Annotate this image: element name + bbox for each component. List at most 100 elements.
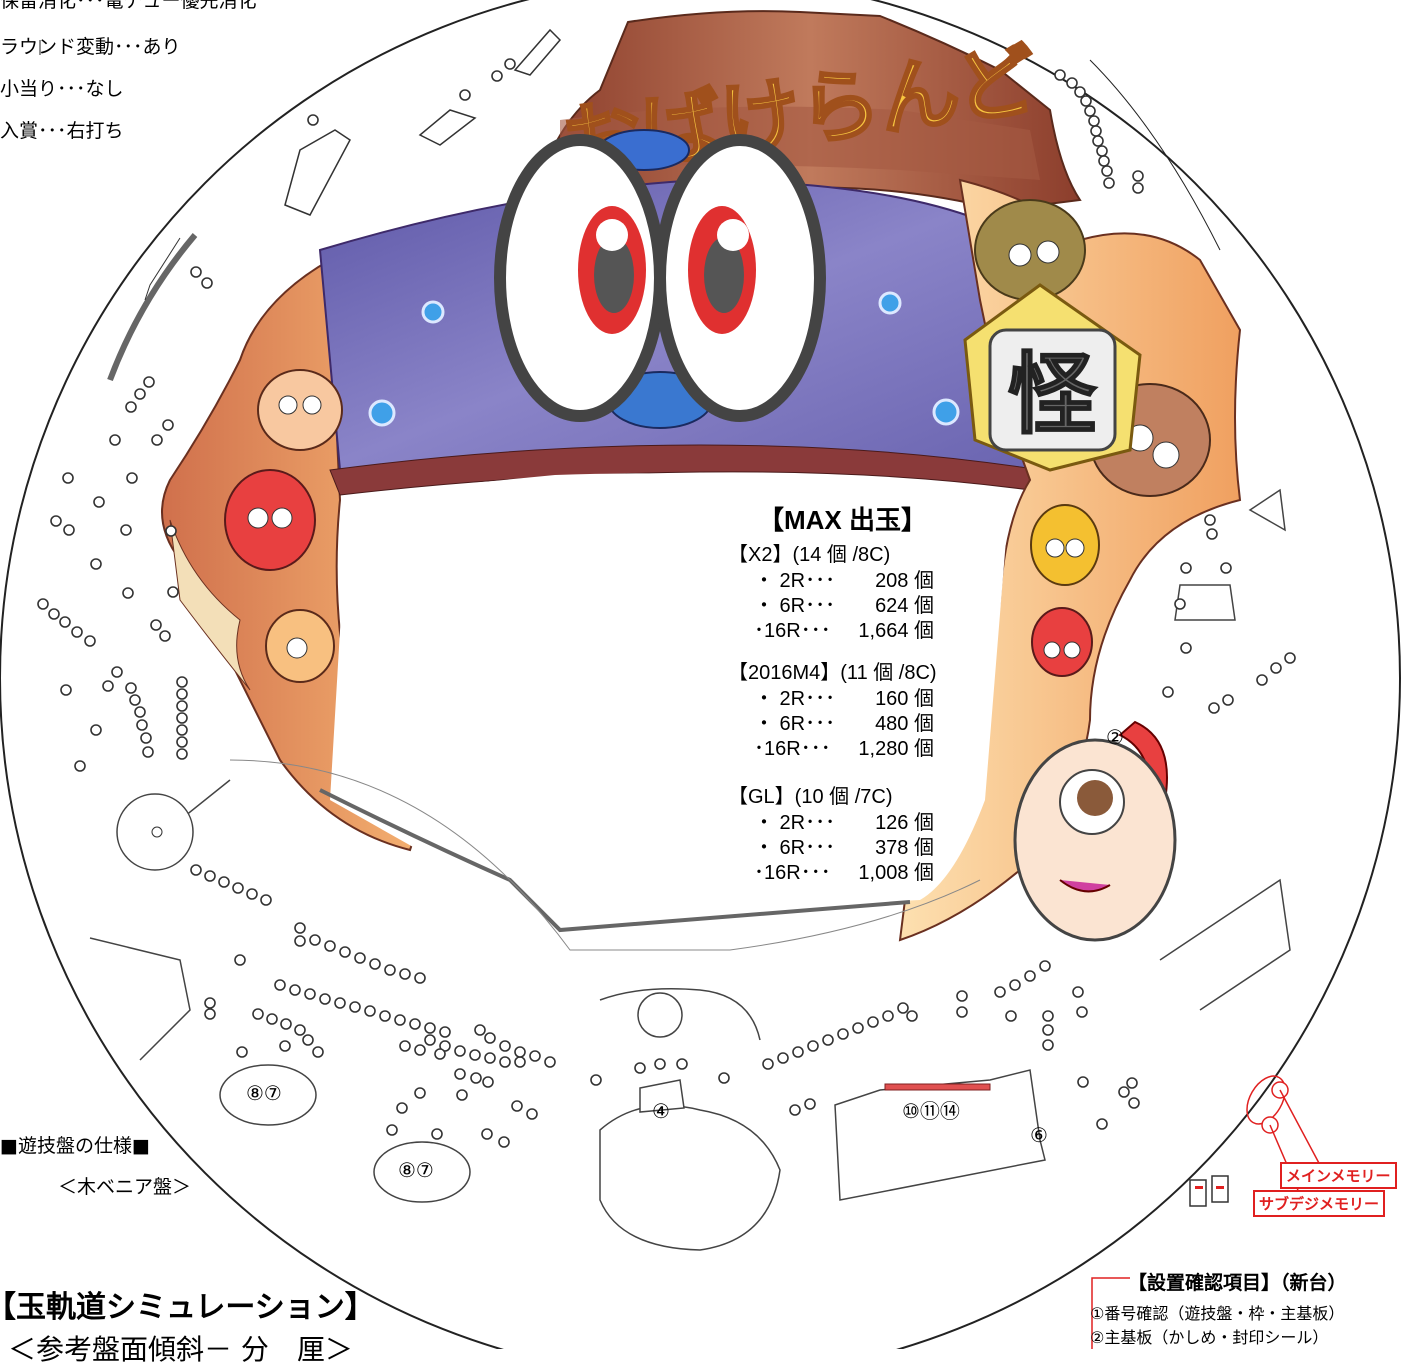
left-ball-guide — [107, 233, 198, 382]
nail-pin — [60, 684, 72, 696]
nail-pin — [409, 1018, 421, 1030]
nail-pin — [454, 1045, 466, 1057]
payout-value: 480 個 — [875, 713, 934, 735]
stage-rail — [319, 788, 911, 933]
nail-pin — [1084, 105, 1096, 117]
nail-pin — [956, 990, 968, 1002]
nail-pins — [37, 58, 1296, 1148]
nail-pin — [804, 1098, 816, 1110]
group-head-2016m4: 【2016M4】(11 個 /8C) — [728, 662, 937, 684]
nail-pin — [634, 1062, 646, 1074]
nail-pin — [190, 266, 202, 278]
nail-pin — [481, 1128, 493, 1140]
nail-pin — [1096, 145, 1108, 157]
nail-pin — [676, 1058, 688, 1070]
nail-pin — [484, 1032, 496, 1044]
nail-pin — [414, 972, 426, 984]
nail-pin — [176, 712, 188, 724]
nail-pin — [294, 935, 306, 947]
round-label: ･16R･･･ — [754, 738, 831, 760]
nail-pin — [279, 1040, 291, 1052]
nail-pin — [867, 1016, 879, 1028]
nail-pin — [1090, 125, 1102, 137]
round-label: ･16R･･･ — [754, 862, 831, 884]
round-label: ・ 2R･･･ — [754, 812, 836, 834]
nail-pin — [289, 984, 301, 996]
nail-pin — [334, 997, 346, 1009]
nail-pin — [1204, 514, 1216, 526]
nail-pin — [459, 89, 471, 101]
nail-pin — [176, 676, 188, 688]
nail-pin — [204, 1008, 216, 1020]
nail-pin — [84, 635, 96, 647]
nail-pin — [1180, 642, 1192, 654]
nail-pin — [120, 524, 132, 536]
bottom-left-guide — [89, 937, 191, 1061]
nail-pin — [37, 598, 49, 610]
nail-pin — [309, 934, 321, 946]
nail-pin — [302, 1034, 314, 1046]
nail-pin — [74, 760, 86, 772]
nail-pin — [90, 558, 102, 570]
payout-value: 1,008 個 — [858, 862, 934, 884]
round-label: ・ 2R･･･ — [754, 570, 836, 592]
nail-pin — [1088, 115, 1100, 127]
nail-pin — [424, 1034, 436, 1046]
nail-pin — [454, 1068, 466, 1080]
round-label: ・ 6R･･･ — [754, 595, 836, 617]
nail-pin — [1092, 135, 1104, 147]
nail-pin — [266, 1013, 278, 1025]
trajectory-title: 【玉軌道シミュレーション】 — [0, 1290, 375, 1325]
confirm-title: 【設置確認項目】（新台） — [1128, 1272, 1347, 1294]
nail-pin — [176, 688, 188, 700]
payout-value: 208 個 — [875, 570, 934, 592]
nail-pin — [394, 1014, 406, 1026]
payout-value: 1,664 個 — [858, 620, 934, 642]
top-deflector-mid — [418, 109, 477, 146]
one-eyed-character — [1013, 720, 1177, 942]
nail-pin — [339, 946, 351, 958]
nail-pin — [384, 964, 396, 976]
nail-pin — [511, 1100, 523, 1112]
marker-6: ⑥ — [1030, 1123, 1048, 1147]
marker-2: ② — [1106, 725, 1124, 749]
side-pocket-mid — [373, 1141, 471, 1203]
nail-pin — [1039, 960, 1051, 972]
memory-markers — [1189, 1075, 1321, 1207]
nail-pin — [246, 888, 258, 900]
nail-pin — [234, 954, 246, 966]
nail-pin — [324, 940, 336, 952]
nail-pin — [142, 746, 154, 758]
nail-pin — [386, 1124, 398, 1136]
nail-pin — [491, 70, 503, 82]
nail-pin — [204, 997, 216, 1009]
board-spec-title: ■遊技盤の仕様■ — [0, 1135, 150, 1157]
nail-pin — [260, 894, 272, 906]
confirm-item-2: ②主基板（かしめ・封印シール） — [1090, 1328, 1329, 1347]
nail-pin — [1054, 69, 1066, 81]
nail-pin — [1009, 979, 1021, 991]
payout-value: 378 個 — [875, 837, 934, 859]
nail-pin — [312, 1046, 324, 1058]
nail-pin — [151, 434, 163, 446]
nail-pin — [792, 1046, 804, 1058]
round-label: ･16R･･･ — [754, 620, 831, 642]
ghost-faces-left — [224, 369, 343, 683]
group-head-gl: 【GL】(10 個 /7C) — [728, 786, 893, 808]
nail-pin — [134, 388, 146, 400]
nail-pin — [994, 986, 1006, 998]
nail-pin — [837, 1028, 849, 1040]
nail-pin — [63, 524, 75, 536]
nail-pin — [777, 1052, 789, 1064]
nail-pin — [498, 1136, 510, 1148]
nail-pin — [1098, 155, 1110, 167]
nail-pin — [201, 277, 213, 289]
wisp-icons — [368, 291, 960, 427]
nail-pin — [1270, 662, 1282, 674]
payout-value: 160 個 — [875, 688, 934, 710]
nail-pin — [349, 1001, 361, 1013]
nail-pin — [504, 58, 516, 70]
nail-pin — [218, 876, 230, 888]
attacker-gate — [884, 1083, 991, 1091]
main-memory-label: メインメモリー — [1280, 1162, 1397, 1189]
